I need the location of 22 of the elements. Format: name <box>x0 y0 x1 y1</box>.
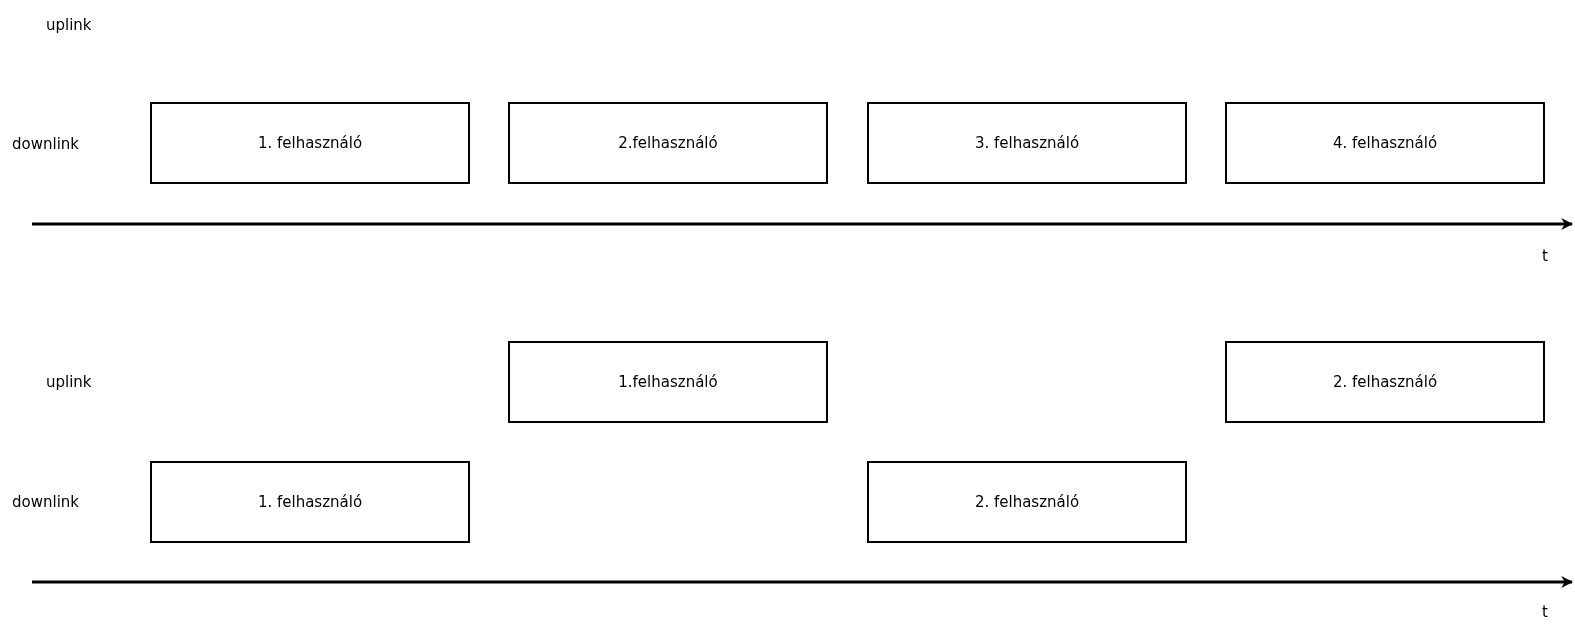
slot-label: 3. felhasználó <box>974 134 1080 152</box>
slot-label: 2.felhasználó <box>618 134 718 152</box>
axis-label: t <box>1542 603 1548 621</box>
slot-label: 1. felhasználó <box>257 134 363 152</box>
channel-label: uplink <box>46 16 92 34</box>
channel-label: downlink <box>12 135 79 153</box>
slot-label: 2. felhasználó <box>974 493 1080 511</box>
channel-label: downlink <box>12 493 79 511</box>
time-slot-box <box>867 461 1187 543</box>
time-slot-box <box>150 461 470 543</box>
slot-label: 1. felhasználó <box>257 493 363 511</box>
time-slot-box <box>1225 102 1545 184</box>
time-slot-box <box>1225 341 1545 423</box>
slot-label: 1.felhasználó <box>618 373 718 391</box>
channel-label: uplink <box>46 373 92 391</box>
time-slot-box <box>508 102 828 184</box>
slot-label: 4. felhasználó <box>1332 134 1438 152</box>
slot-label: 2. felhasználó <box>1332 373 1438 391</box>
time-slot-box <box>150 102 470 184</box>
time-slot-box <box>867 102 1187 184</box>
time-slot-box <box>508 341 828 423</box>
axis-label: t <box>1542 247 1548 265</box>
